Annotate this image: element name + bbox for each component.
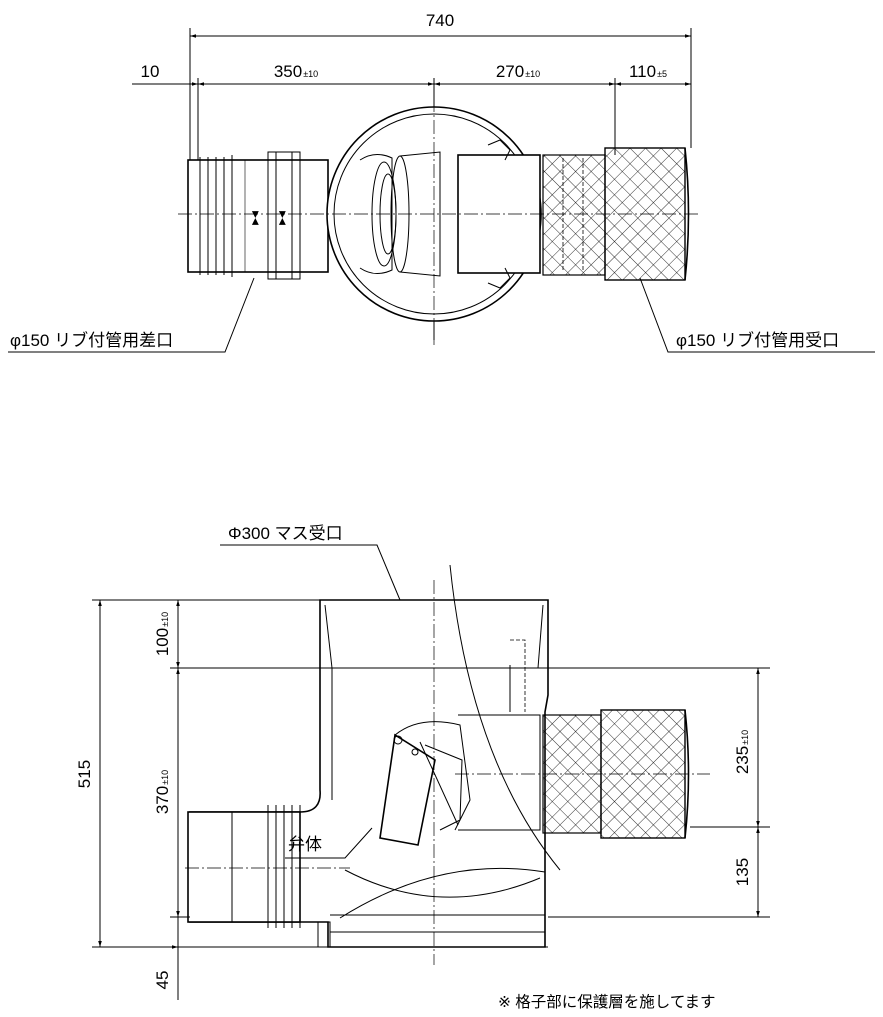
dim-middle-text: 370±10 — [153, 770, 172, 814]
leader-valve — [285, 827, 373, 859]
label-spigot: φ150 リブ付管用差口 — [10, 330, 173, 350]
svg-text:▶◀: ▶◀ — [251, 211, 261, 225]
dim-right-lower-text: 135 — [733, 858, 752, 886]
label-inlet: Φ300 マス受口 — [228, 524, 343, 543]
dim-total-text: 740 — [426, 11, 454, 30]
top-view: 740 10 350±10 270±10 110±5 ▶◀ ▶◀ — [8, 11, 875, 353]
svg-text:▶◀: ▶◀ — [278, 211, 288, 225]
dim-bottom-text: 45 — [153, 971, 172, 990]
dim-spigot-text: 350±10 — [274, 62, 318, 81]
side-view: 515 100±10 370±10 45 235±10 135 Φ300 マス受… — [75, 524, 770, 1000]
dim-height-total-text: 515 — [75, 760, 94, 788]
dim-center-right-text: 270±10 — [496, 62, 540, 81]
label-valve: 弁体 — [288, 835, 322, 854]
leader-socket — [639, 277, 875, 353]
dim-top-text: 100±10 — [153, 612, 172, 656]
leader-spigot — [8, 277, 255, 353]
dim-left-gap-text: 10 — [141, 62, 160, 81]
spigot-pipe-side — [187, 805, 301, 928]
label-socket: φ150 リブ付管用受口 — [676, 330, 839, 350]
dim-socket-text: 110±5 — [629, 62, 667, 81]
dim-right-upper-text: 235±10 — [733, 730, 752, 774]
protection-note: ※ 格子部に保護層を施してます — [498, 993, 716, 1011]
leader-inlet — [220, 544, 401, 601]
side-dimensions-right — [548, 667, 770, 918]
side-dimensions-left — [92, 599, 328, 1000]
valve-flap — [379, 714, 541, 846]
spigot-pipe-top: ▶◀ ▶◀ — [187, 151, 329, 280]
